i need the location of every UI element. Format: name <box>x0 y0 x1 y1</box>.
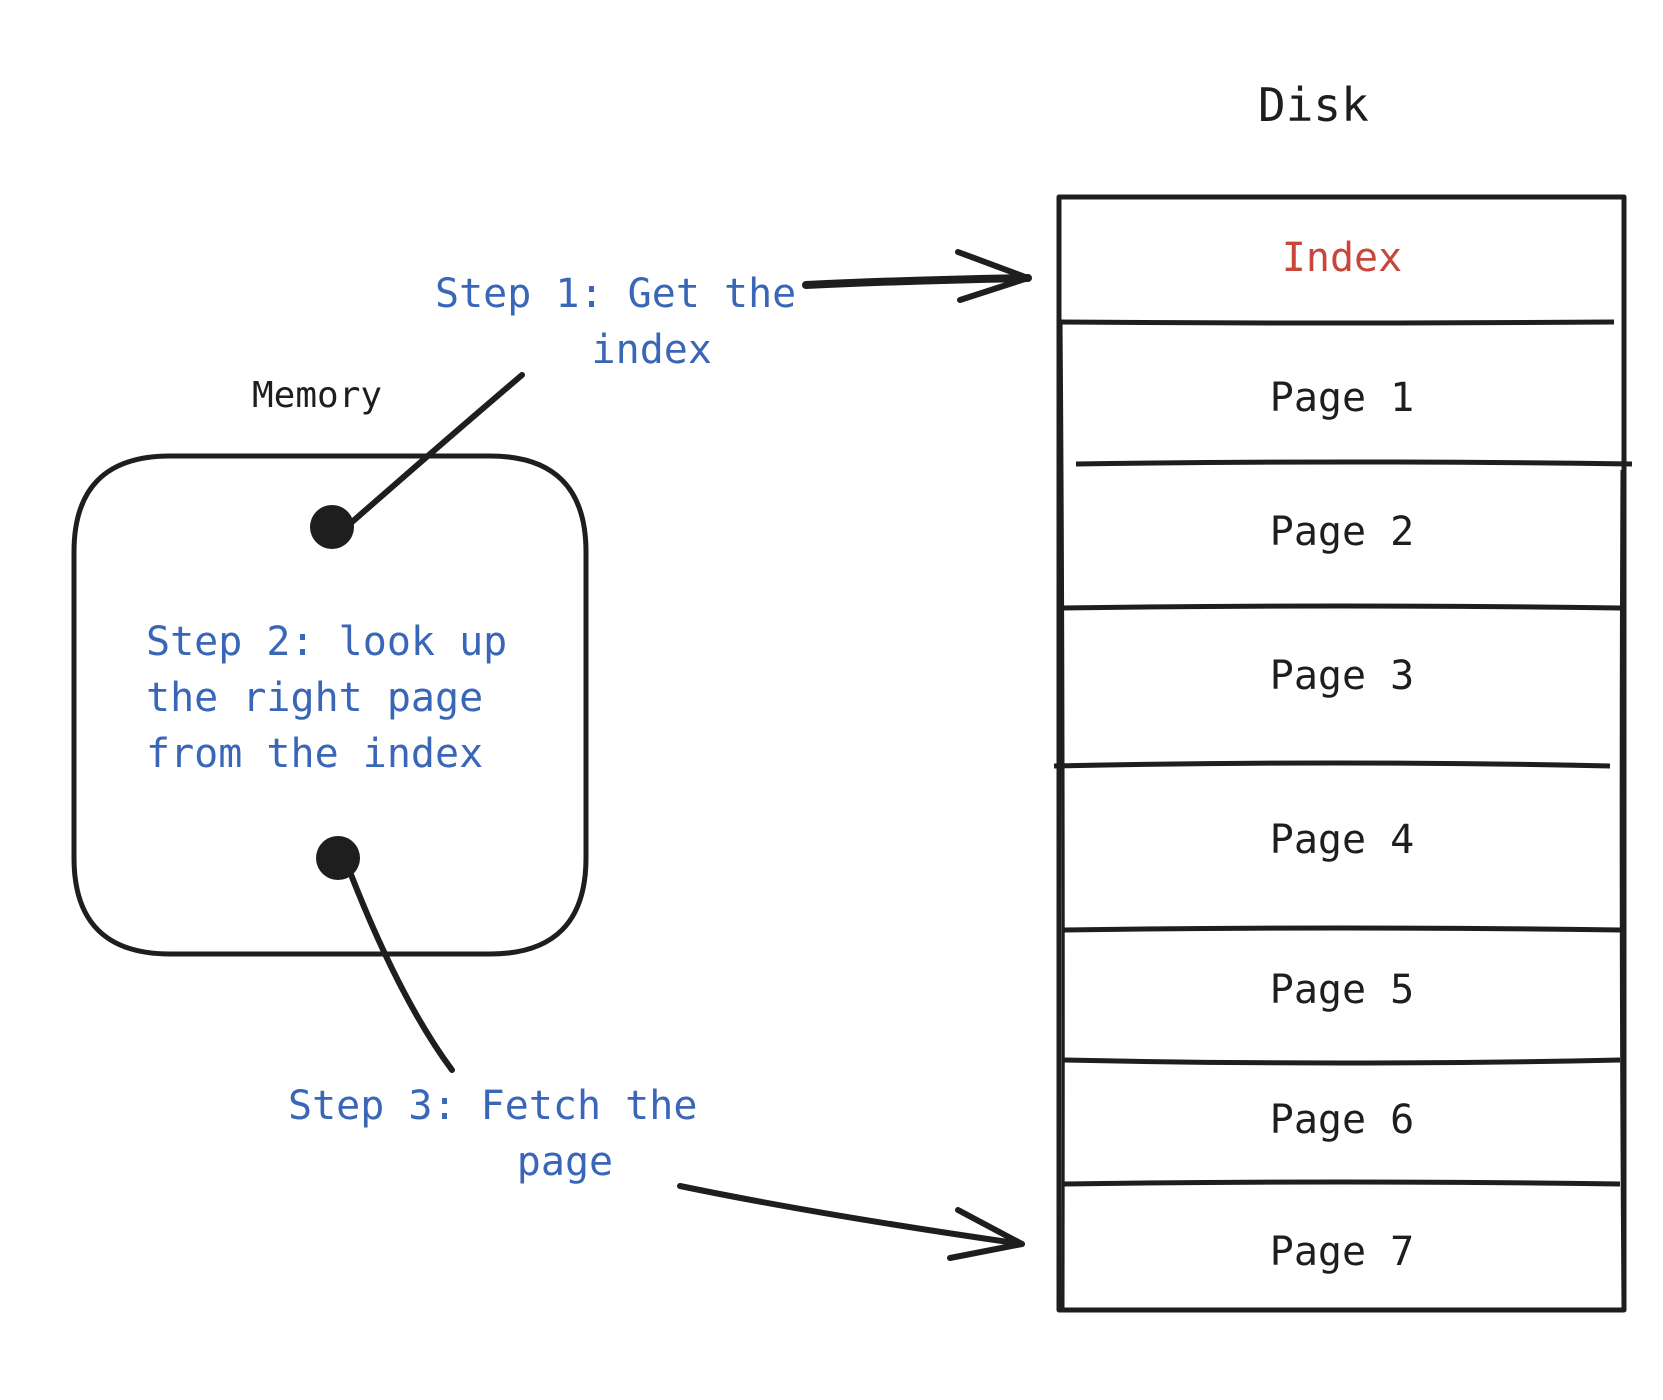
memory-label: Memory <box>252 375 383 416</box>
memory-box <box>71 453 589 957</box>
disk-separator-3 <box>1060 603 1621 611</box>
disk-box-left-wobble <box>1059 319 1065 1309</box>
disk-separator-1 <box>1060 319 1615 326</box>
disk-cell-page-3: Page 3 <box>1269 653 1415 699</box>
disk-separator-2 <box>1075 459 1633 467</box>
step3-arrow <box>677 1183 1025 1247</box>
disk-box <box>1056 194 1627 1313</box>
disk-cell-page-6: Page 6 <box>1269 1097 1415 1143</box>
step1-connector <box>349 372 525 525</box>
disk-separator-5 <box>1063 925 1621 933</box>
disk-separator-6 <box>1063 1057 1621 1066</box>
step3-connector <box>347 869 455 1073</box>
disk-cell-page-4: Page 4 <box>1269 817 1415 863</box>
step1-anchor-dot <box>310 505 354 549</box>
disk-separator-4 <box>1053 760 1611 769</box>
step3-arrowhead <box>947 1207 1025 1261</box>
step3-annotation: Step 3: Fetch the page <box>288 1083 698 1185</box>
disk-cell-page-1: Page 1 <box>1269 375 1415 421</box>
step1-arrowhead <box>955 249 1031 303</box>
disk-cell-index: Index <box>1281 235 1403 281</box>
step3-anchor-dot <box>316 836 360 880</box>
disk-cell-page-5: Page 5 <box>1269 967 1415 1013</box>
disk-cell-page-2: Page 2 <box>1269 509 1415 555</box>
step2-annotation: Step 2: look up the right page from the … <box>146 619 508 777</box>
disk-cell-page-7: Page 7 <box>1269 1229 1415 1275</box>
step1-arrow <box>802 274 1032 289</box>
step1-annotation: Step 1: Get the index <box>435 271 797 373</box>
disk-separator-7 <box>1063 1179 1621 1187</box>
disk-box-right-wobble <box>1619 469 1625 1307</box>
disk-title: Disk <box>1258 78 1369 132</box>
